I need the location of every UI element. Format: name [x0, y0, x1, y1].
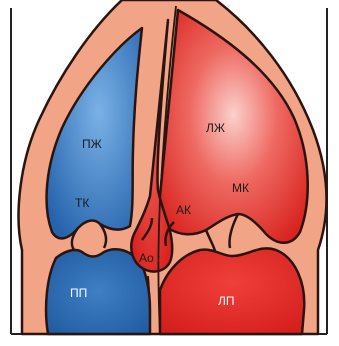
label-aorta: Ао: [139, 251, 154, 265]
label-right-ventricle: ПЖ: [82, 137, 102, 151]
label-left-ventricle: ЛЖ: [206, 121, 225, 135]
label-left-atrium: ЛП: [218, 294, 235, 308]
label-aortic-valve: АК: [176, 203, 191, 217]
label-mitral-valve: МК: [232, 181, 249, 195]
label-tricuspid-valve: ТК: [75, 196, 89, 210]
label-right-atrium: ПП: [70, 286, 87, 300]
left-atrium: [160, 248, 304, 334]
